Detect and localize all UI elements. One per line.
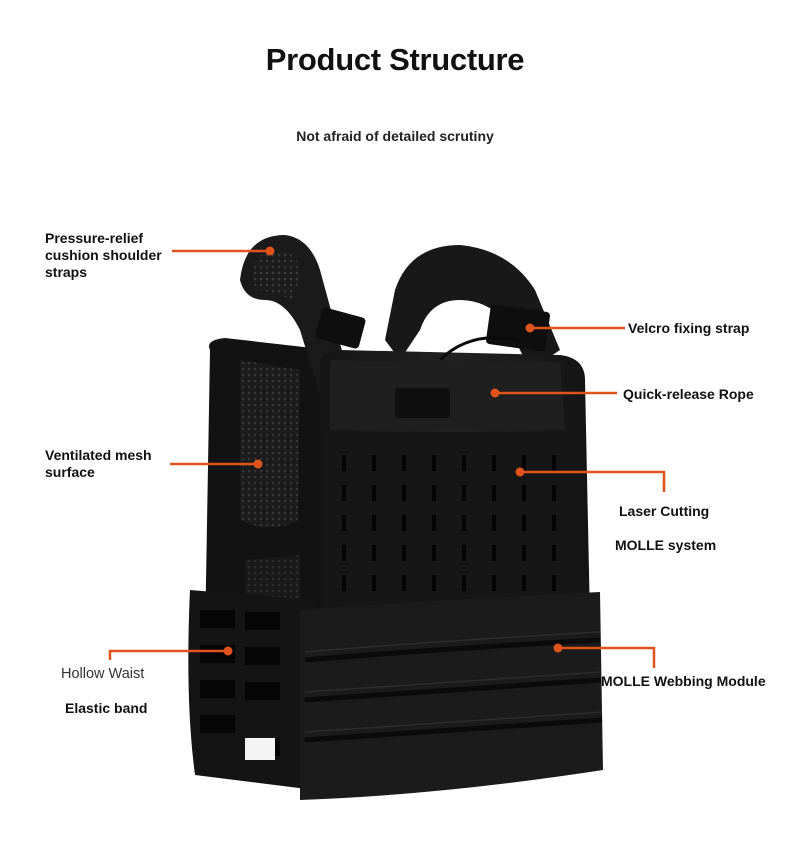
laser-cut-molle-panel <box>322 432 584 617</box>
page-subtitle: Not afraid of detailed scrutiny <box>296 128 494 144</box>
label-quick-release-rope: Quick-release Rope <box>623 386 754 402</box>
label-elastic-band: Elastic band <box>65 700 148 716</box>
label-mesh-line1: Ventilated mesh <box>45 447 152 463</box>
label-molle-system: MOLLE system <box>615 537 717 553</box>
label-velcro-strap: Velcro fixing strap <box>628 320 750 336</box>
label-shoulder-line1: Pressure-relief <box>45 230 144 246</box>
ventilated-mesh-pad <box>240 360 300 528</box>
label-laser-cutting: Laser Cutting <box>619 503 710 519</box>
label-mesh-line2: surface <box>45 464 95 480</box>
label-shoulder-straps: Pressure-relief cushion shoulder straps <box>45 230 162 281</box>
laser-cut-slots <box>342 455 556 591</box>
label-shoulder-line2: cushion shoulder <box>45 247 162 263</box>
label-ventilated-mesh: Ventilated mesh surface <box>45 447 152 481</box>
right-shoulder-strap <box>385 245 560 370</box>
label-shoulder-line3: straps <box>45 264 88 280</box>
label-hollow-waist: Hollow Waist <box>61 666 145 682</box>
label-molle-webbing-module: MOLLE Webbing Module <box>601 673 766 689</box>
page-title: Product Structure <box>265 42 525 77</box>
